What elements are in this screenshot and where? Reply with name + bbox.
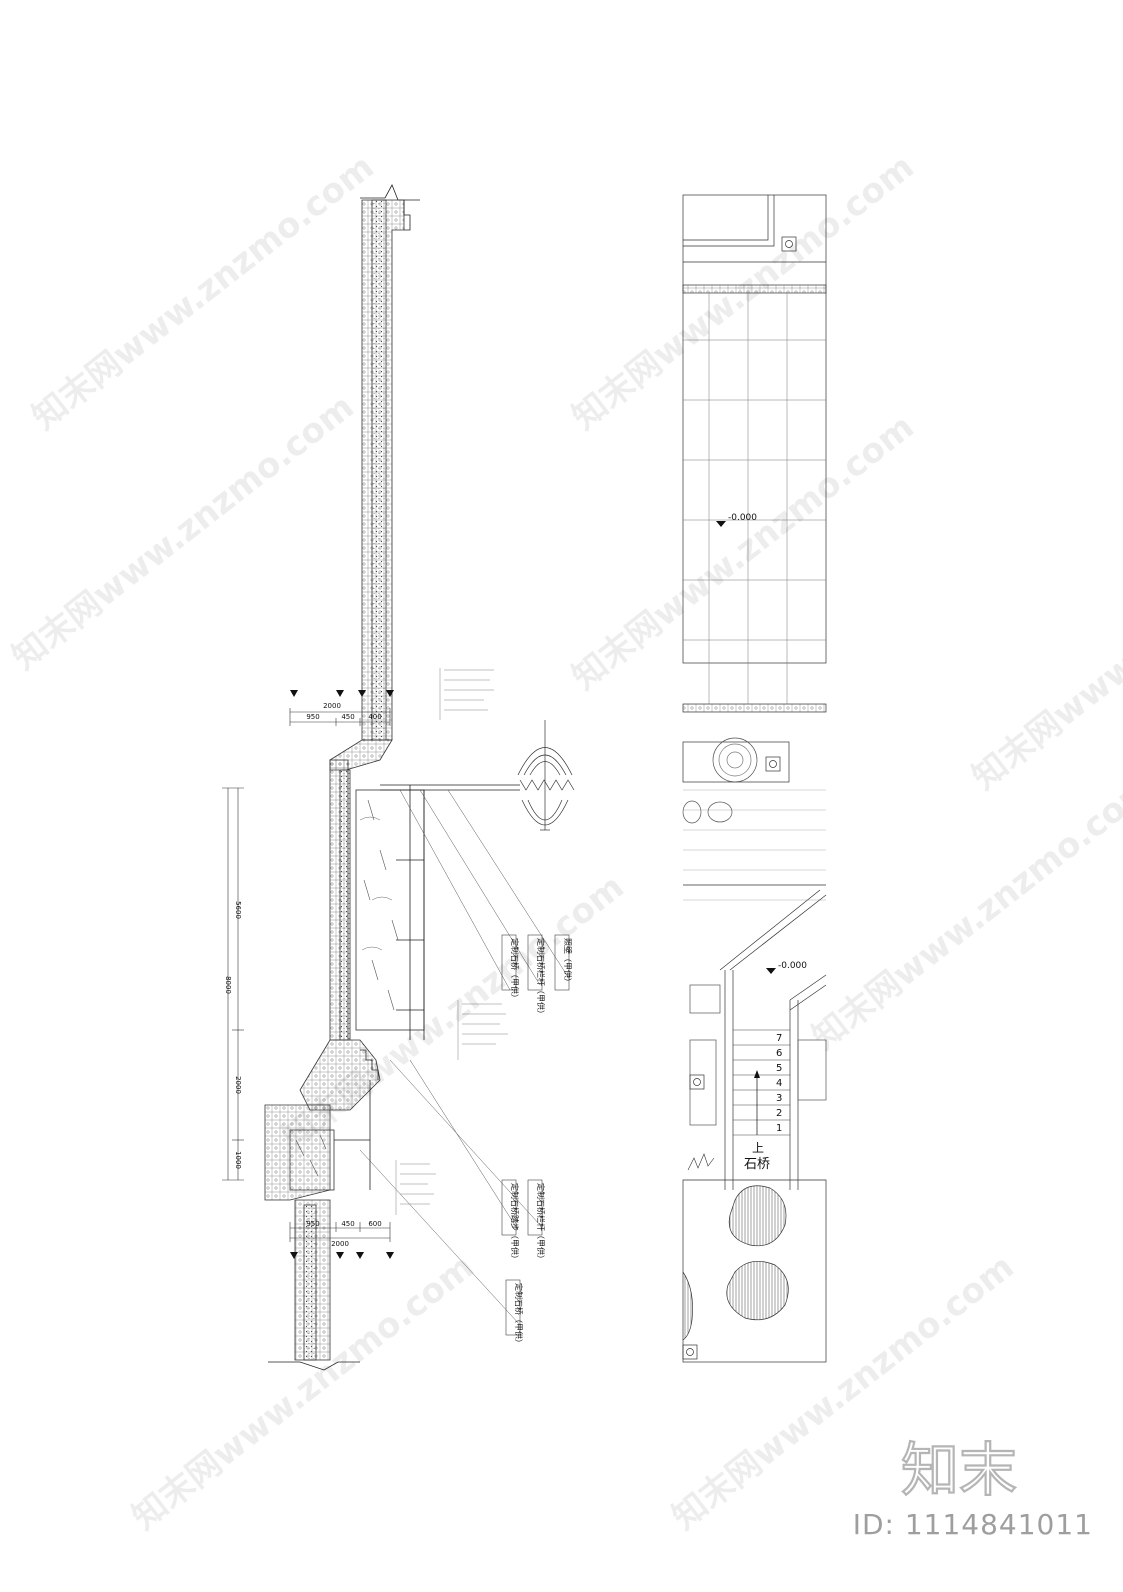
dim-vert-2: 8000 [224,976,232,994]
dim-vert-4: 1000 [234,1151,242,1169]
brand-logo: 知末 [900,1435,1018,1505]
stair-step-4: 4 [776,1078,782,1089]
plan-labels: -0.000 -0.000 7 6 5 4 3 2 1 上 石桥 [728,513,807,1172]
stair-step-2: 2 [776,1108,782,1119]
brand-name: 知末 [901,1436,1017,1504]
level-mark-upper: -0.000 [728,513,757,523]
up-label: 上 [752,1141,764,1155]
dim-bottom-a: 950 [306,1220,319,1228]
dim-bottom-b: 450 [341,1220,354,1228]
dim-top-b: 450 [341,713,354,721]
callout-screen-wall: 照壁（甲供） [563,938,573,986]
plan-drawing [682,194,827,1363]
stair-step-7: 7 [776,1033,782,1044]
section-callouts: 定制石桥（甲供） 定制石桥栏杆（甲供） 照壁（甲供） 定制石桥栏杆（甲供） 定制… [510,938,573,1347]
callout-railing-2: 定制石桥栏杆（甲供） [536,1183,546,1263]
callout-railing-1: 定制石桥栏杆（甲供） [536,938,546,1018]
dim-bottom-total: 2000 [331,1240,349,1248]
level-mark-lower: -0.000 [778,961,807,971]
callout-bridge-1: 定制石桥（甲供） [510,938,520,1002]
dim-vert-1: 5600 [234,901,242,919]
stair-step-5: 5 [776,1063,782,1074]
section-drawing [222,184,575,1371]
section-dimensions: 2000 950 450 400 950 450 600 2000 5600 8… [224,702,382,1248]
dim-top-c: 400 [368,713,381,721]
dim-top-total: 2000 [323,702,341,710]
stair-step-3: 3 [776,1093,782,1104]
callout-bridge-2: 定制石桥（甲供） [514,1283,524,1347]
dim-top-a: 950 [306,713,319,721]
callout-steps: 定制石桥踏步（甲供） [510,1183,520,1263]
dim-vert-3: 2000 [234,1076,242,1094]
stair-step-6: 6 [776,1048,782,1059]
dim-bottom-c: 600 [368,1220,381,1228]
stair-step-1: 1 [776,1123,782,1134]
brand-id: ID: 1114841011 [852,1508,1093,1541]
stone-bridge-label: 石桥 [744,1157,770,1172]
